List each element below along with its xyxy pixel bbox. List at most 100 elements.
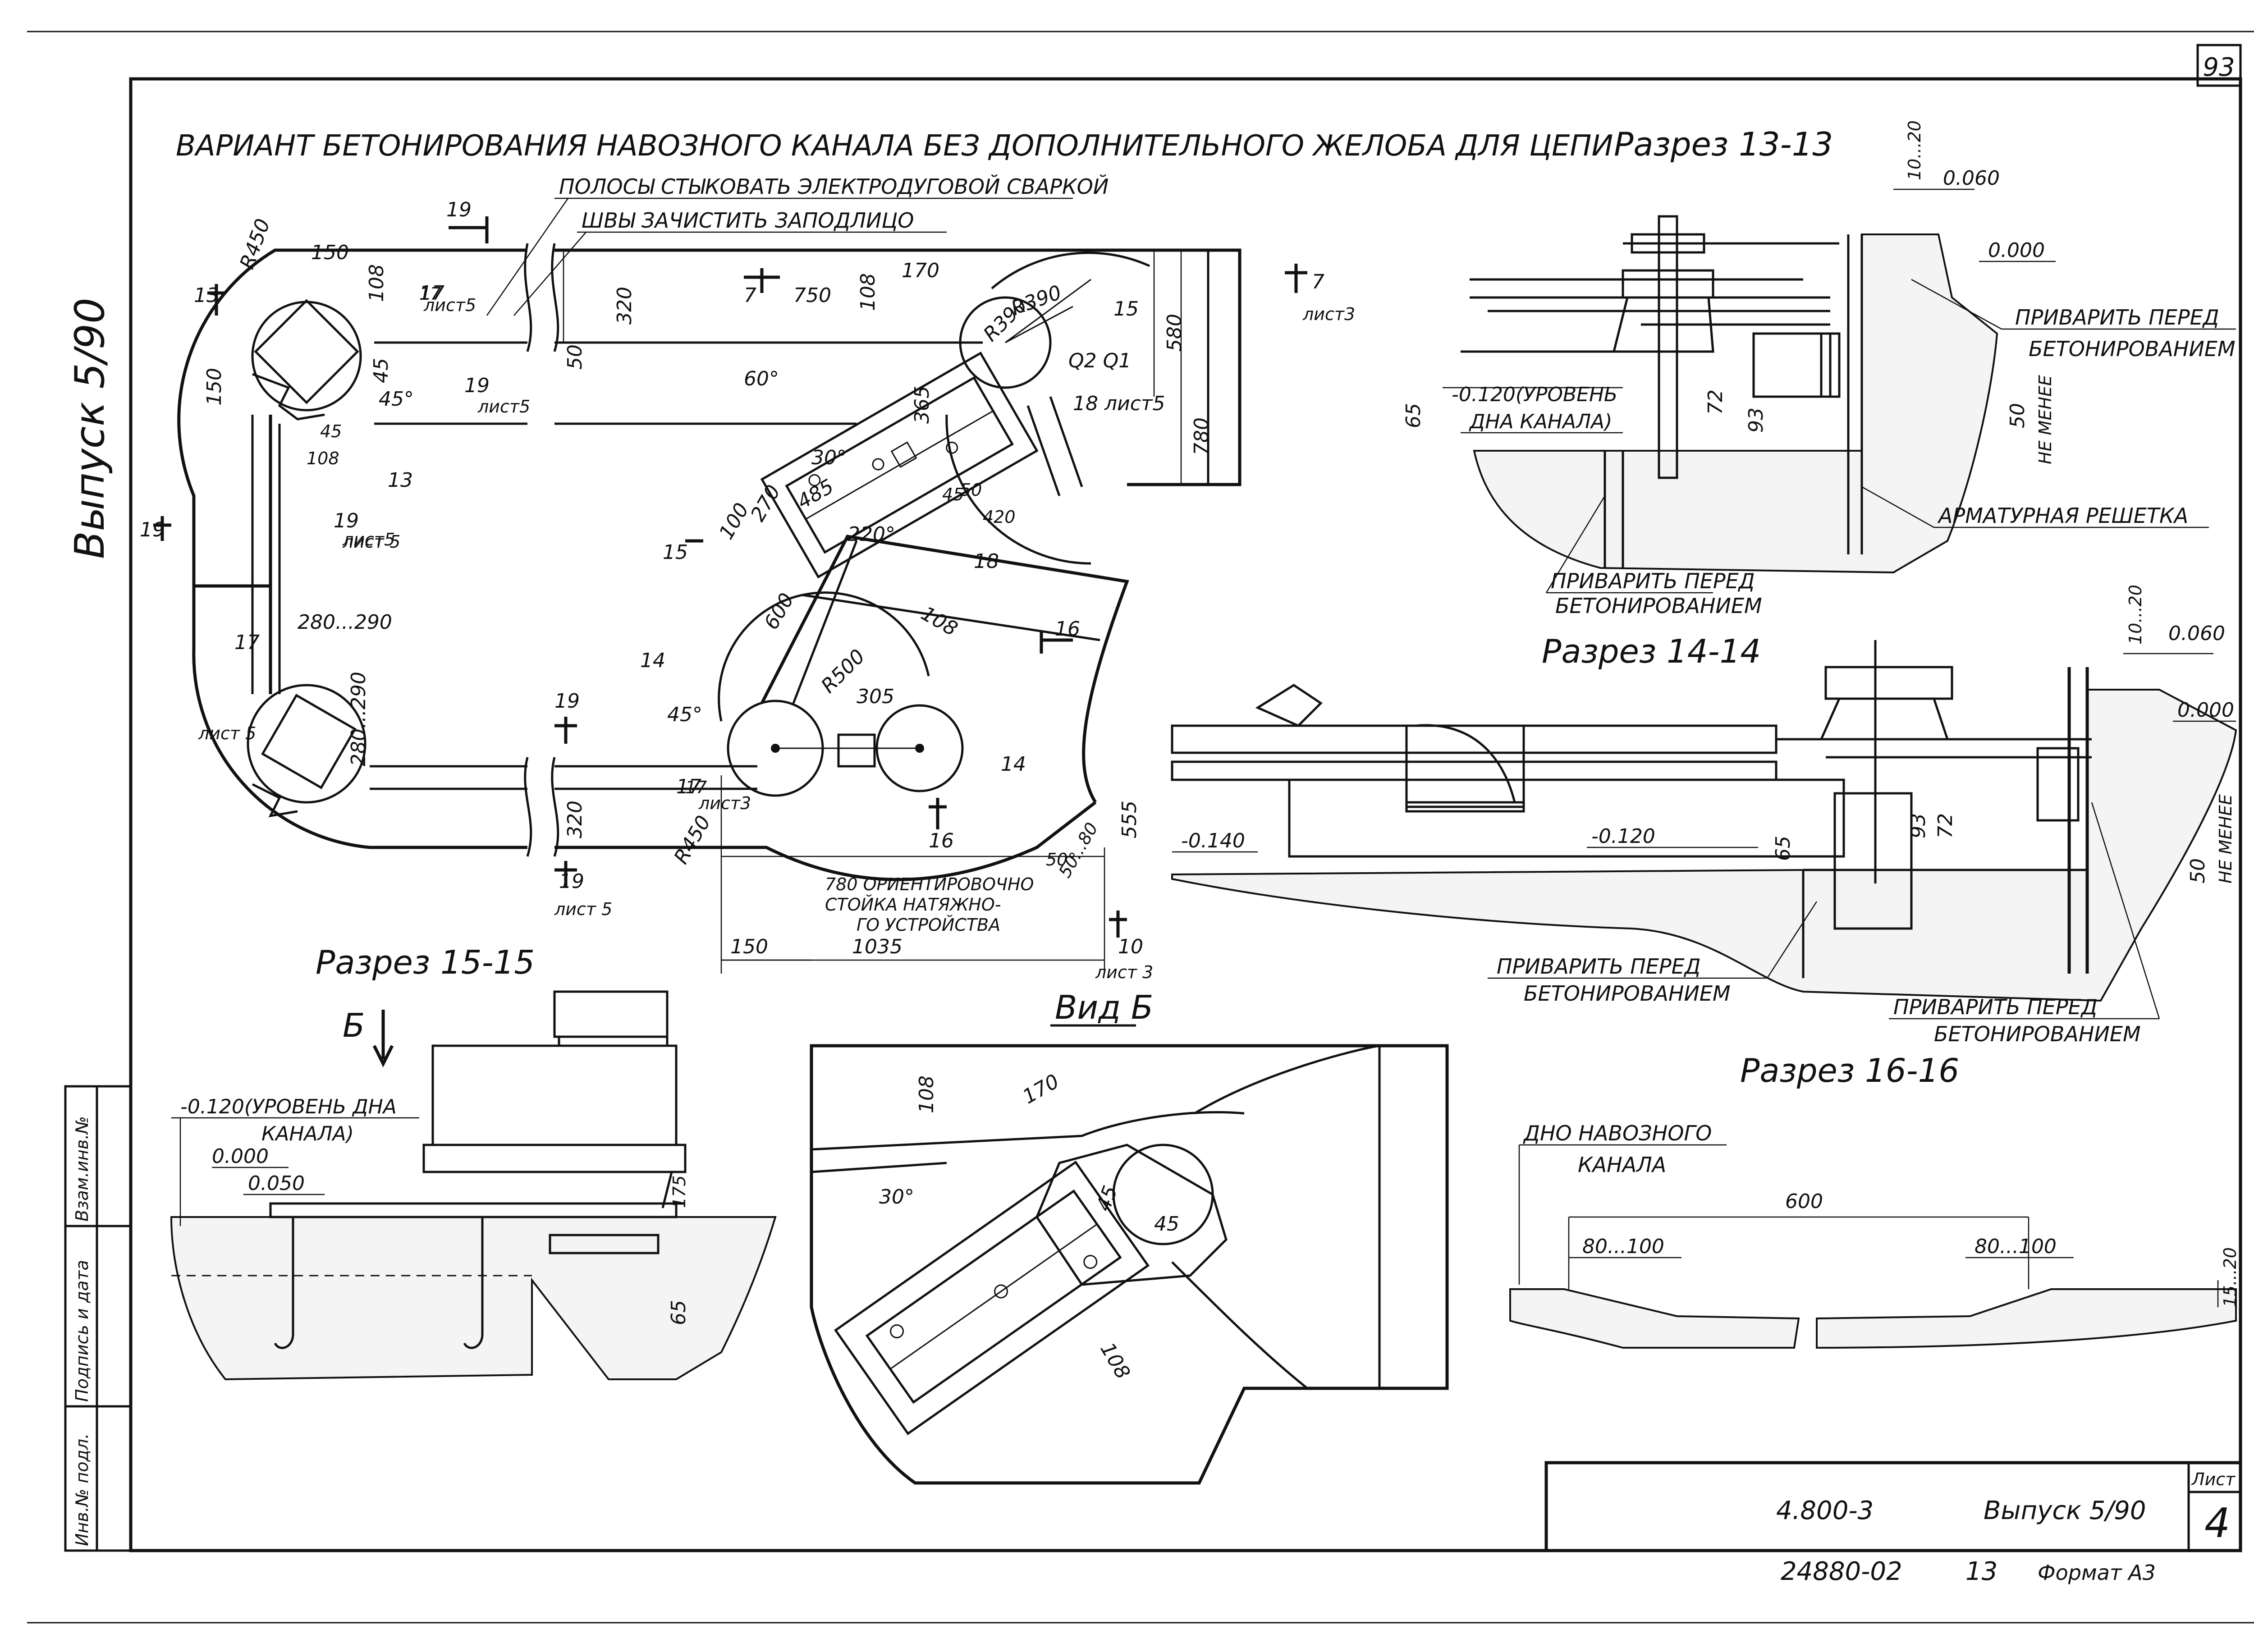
plan-ref-list5e: лист 5 [198,723,256,743]
plan-note-stand2: СТОЙКА НАТЯЖНО- [825,895,1001,915]
plan-dim-305: 305 [857,685,894,708]
plan-dim-420: 420 [983,507,1016,527]
plan-dim-780: 780 [1190,417,1213,455]
stamp-replace-inv: Взам.инв.№ [72,1116,92,1222]
s15-dim-65: 65 [667,1300,690,1325]
doc-number: 4.800-3 [1776,1496,1874,1525]
plan-dim-100: 100 [715,499,753,543]
s14-level-mid: -0.120 [1591,825,1655,848]
s14-dim-min: НЕ МЕНЕЕ [2216,794,2236,883]
plan-dim-17a: 17 [419,284,441,304]
view-b: Вид Б 108 170 30° 45 45 108 [810,988,1449,1485]
s14-dim-65: 65 [1772,836,1795,861]
s15-view-mark: Б [343,1007,365,1044]
plan-dim-365: 365 [911,386,934,424]
plan-dim-270: 270 [746,481,785,525]
s14-level-zero: 0.000 [2177,699,2234,722]
plan-view: 19 лист5 17 лист5 13 13 19 лист 5 19 лис… [140,198,1355,982]
s13-dim-10-20: 10...20 [1905,120,1924,180]
s13-level-zero: 0.000 [1988,239,2045,262]
plan-dim-45b: 45 [942,485,964,504]
section-13-13: Разрез 13-13 0.060 0.000 -0.120(УРОВЕНЬ … [1402,120,2236,618]
s15-level-bottom2: КАНАЛА) [261,1122,354,1145]
plan-dim-108c: 108 [917,602,962,641]
s14-weld-left: ПРИВАРИТЬ ПЕРЕД [1497,954,1701,979]
plan-ref-16b: 16 [929,829,954,852]
view-b-dim-45a: 45 [1092,1183,1122,1214]
view-b-dim-30: 30° [879,1185,914,1208]
plan-ref-17b: 17 [234,631,260,654]
s13-weld-bottom: ПРИВАРИТЬ ПЕРЕД [1551,569,1755,593]
section-15-title: Разрез 15-15 [316,943,535,981]
sheet-number: 4 [2204,1500,2230,1547]
s16-dim-600: 600 [1785,1190,1823,1213]
plan-ref-list5c: лист 5 [342,532,400,552]
footer-format: Формат A3 [2038,1560,2156,1585]
s13-weld-right: ПРИВАРИТЬ ПЕРЕД [2015,305,2219,329]
section-15-15: Разрез 15-15 Б -0.120(УРОВЕНЬ ДНА КАНАЛА… [170,943,777,1381]
plan-dim-1035: 1035 [852,935,903,958]
plan-dim-30: 30° [811,446,847,469]
side-issue-label: Выпуск 5/90 [66,298,114,559]
plan-dim-108a: 108 [365,264,388,302]
plan-ref-18a: 18 лист5 [1073,392,1165,415]
plan-dim-r450b: R450 [669,812,715,868]
plan-dim-320b: 320 [564,801,586,838]
plan-ref-15a: 15 [1113,297,1139,320]
sheet-label: Лист [2191,1469,2236,1489]
plan-note-stand: 780 ОРИЕНТИРОВОЧНО [825,874,1034,894]
page-number-box [2196,44,2242,87]
s14-weld-right2: БЕТОНИРОВАНИЕМ [1934,1022,2141,1046]
s14-level-top: 0.060 [2168,622,2225,645]
plan-dim-150a: 150 [311,241,349,264]
s16-label2: КАНАЛА [1578,1153,1666,1177]
plan-dim-280a: 280...290 [298,611,392,634]
title-block: 4.800-3 Выпуск 5/90 Лист 4 [1544,1461,2242,1552]
plan-ref-list3b: лист 3 [1095,962,1153,982]
stamp-inv-original: Инв.№ подл. [72,1433,92,1546]
s14-level-left: -0.140 [1181,829,1245,852]
s14-weld-left2: БЕТОНИРОВАНИЕМ [1524,981,1731,1006]
s13-dim-72: 72 [1704,389,1727,415]
plan-dim-17b: 17 [685,778,707,797]
view-b-dim-108a: 108 [915,1075,938,1113]
plan-ref-19f: 19 [559,870,584,893]
plan-dim-150c: 150 [730,935,768,958]
plan-ref-list5d: лист5 [342,530,395,549]
plan-dim-555: 555 [1118,801,1141,838]
section-14-14: Разрез 14-14 0.060 0.000 -0.140 -0.120 П… [1171,585,2237,1046]
s15-dim-175: 175 [669,1175,689,1208]
s15-level-zero: 0.000 [212,1145,269,1168]
plan-title: ВАРИАНТ БЕТОНИРОВАНИЯ НАВОЗНОГО КАНАЛА Б… [176,129,1613,163]
plan-dim-50b: 50 [960,480,982,500]
plan-ref-16a: 16 [1055,618,1080,641]
plan-ref-list5b: лист5 [477,397,530,416]
s16-dim-80-100a: 80...100 [1582,1235,1664,1258]
plan-ref-19e: 19 [554,690,580,713]
s14-dim-72: 72 [1934,813,1957,838]
plan-ref-19d: 19 [140,518,165,541]
plan-ref-14a: 14 [640,649,665,672]
section-16-title: Разрез 16-16 [1740,1052,1959,1089]
section-13-title: Разрез 13-13 [1614,125,1833,163]
note-seams: ШВЫ ЗАЧИСТИТЬ ЗАПОДЛИЦО [582,208,914,233]
plan-ref-19a: 19 [446,198,472,221]
s13-level-bottom2: ДНА КАНАЛА) [1469,410,1612,433]
plan-dim-45c: 45 [320,421,342,441]
plan-dim-50deg: 50° [1046,850,1076,869]
side-stamp: Взам.инв.№ Подпись и дата Инв.№ подл. [64,1085,132,1552]
s14-weld-right: ПРИВАРИТЬ ПЕРЕД [1893,995,2098,1019]
plan-dim-280b: 280...290 [347,672,370,766]
plan-ref-18b: 18 [974,550,999,573]
s16-label1: ДНО НАВОЗНОГО [1523,1121,1712,1145]
plan-dim-600: 600 [760,589,798,633]
plan-dim-220: 220° [848,523,895,546]
view-b-dim-45b: 45 [1154,1213,1179,1236]
s14-dim-93: 93 [1907,813,1930,838]
plan-ref-list5f: лист 5 [554,899,612,919]
view-b-dim-108b: 108 [1095,1339,1134,1383]
s13-weld-right2: БЕТОНИРОВАНИЕМ [2029,337,2236,361]
plan-dim-108b: 108 [857,273,880,311]
s14-dim-10-20: 10...20 [2126,585,2145,645]
s13-level-bottom: -0.120(УРОВЕНЬ [1452,383,1617,406]
